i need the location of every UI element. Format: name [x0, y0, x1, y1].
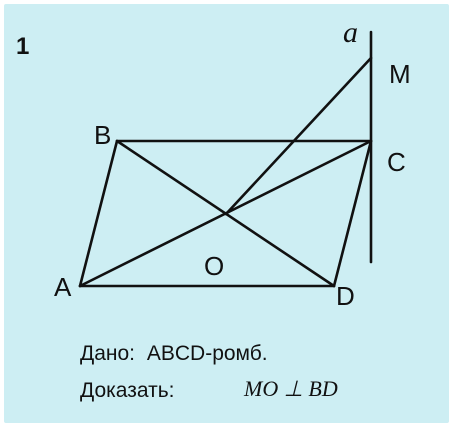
- point-label-c: C: [387, 147, 406, 177]
- prove-label: Доказать:: [80, 379, 174, 402]
- line-a-label: a: [343, 16, 358, 49]
- prove-statement: MO ⊥ BD: [243, 376, 338, 401]
- point-label-m: M: [389, 59, 411, 89]
- given-label: Дано:: [80, 342, 135, 365]
- point-label-a: A: [54, 272, 72, 302]
- problem-number: 1: [16, 33, 29, 60]
- point-label-o: O: [204, 251, 224, 281]
- side-ab: [78, 139, 119, 288]
- point-label-d: D: [336, 281, 355, 311]
- segment-mo: [224, 56, 373, 216]
- given-statement: ABCD-ромб.: [147, 342, 268, 365]
- given-text: Дано: ABCD-ромб.: [80, 342, 268, 365]
- point-label-b: B: [94, 120, 111, 150]
- side-cd: [332, 139, 373, 288]
